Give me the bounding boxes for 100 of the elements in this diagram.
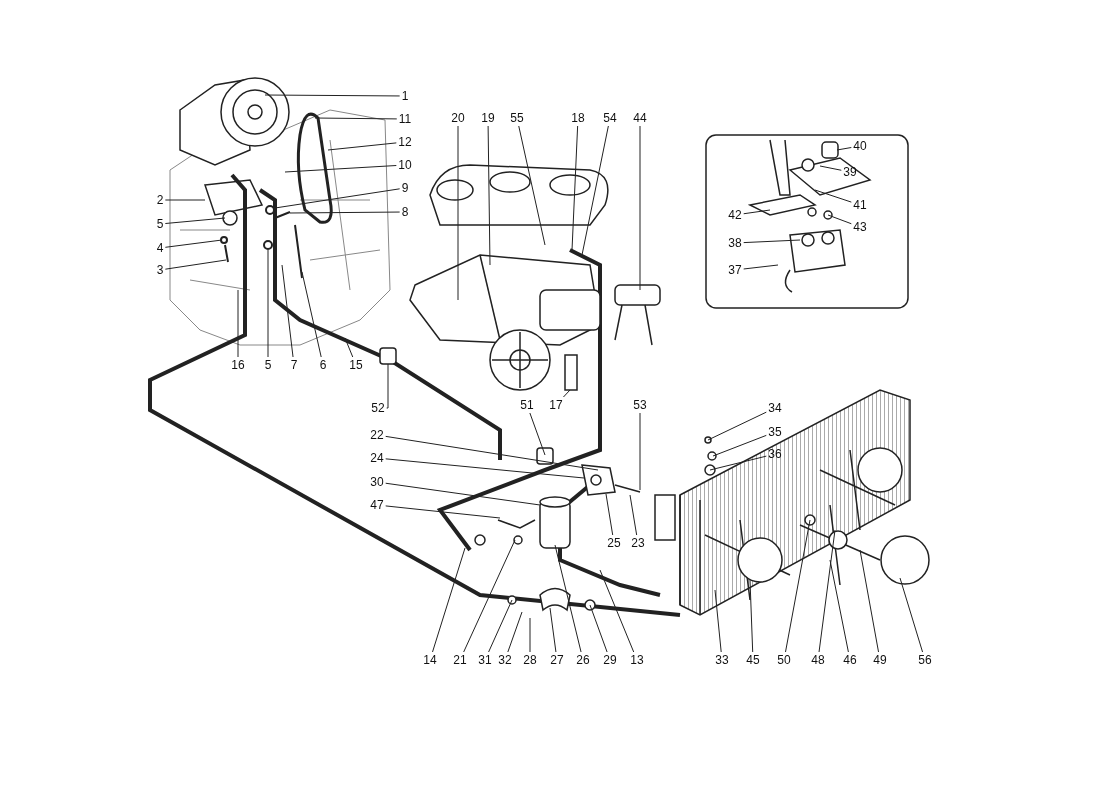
callout-number: 25: [607, 536, 621, 550]
leader-line: [562, 389, 571, 398]
leader-line: [709, 455, 767, 471]
callout-number: 38: [728, 236, 742, 250]
leader-line: [488, 599, 513, 653]
callout-number: 4: [156, 241, 164, 255]
leader-line: [487, 125, 491, 266]
callout-number: 48: [811, 653, 825, 667]
leader-line: [463, 539, 516, 653]
leader-line: [164, 199, 206, 201]
leader-line: [529, 412, 546, 456]
leader-line: [581, 125, 609, 256]
leader-line: [164, 259, 227, 270]
leader-line: [385, 505, 501, 519]
leader-line: [743, 209, 771, 215]
callout-number: 5: [156, 217, 164, 231]
callout-number: 16: [231, 358, 245, 372]
leader-line: [818, 529, 836, 653]
callout-number: 42: [728, 208, 742, 222]
callout-number: 44: [633, 111, 647, 125]
callout-number: 52: [371, 401, 385, 415]
callout-number: 6: [319, 358, 327, 372]
callout-number: 47: [370, 498, 384, 512]
leader-line: [432, 547, 466, 653]
callout-number: 43: [853, 220, 867, 234]
callout-number: 39: [843, 165, 857, 179]
callout-number: 46: [843, 653, 857, 667]
callout-number: 9: [401, 181, 409, 195]
leader-line: [549, 607, 557, 653]
leader-line: [814, 189, 852, 203]
leader-line: [327, 142, 397, 151]
callout-number: 31: [478, 653, 492, 667]
callout-number: 49: [873, 653, 887, 667]
leader-line: [639, 412, 641, 491]
leader-line: [827, 214, 852, 225]
callout-number: 28: [523, 653, 537, 667]
leader-line: [819, 165, 842, 171]
callout-number: 5: [264, 358, 272, 372]
callout-number: 7: [290, 358, 298, 372]
callout-number: 17: [549, 398, 563, 412]
leader-line: [386, 363, 389, 409]
callout-number: 13: [630, 653, 644, 667]
leader-line: [281, 264, 294, 358]
leader-line: [385, 435, 599, 471]
callout-number: 37: [728, 263, 742, 277]
leader-line: [289, 211, 401, 214]
leader-line: [639, 125, 641, 291]
callout-number: 35: [768, 425, 782, 439]
leader-line: [743, 264, 779, 270]
callout-number: 18: [571, 111, 585, 125]
leader-line: [284, 165, 397, 173]
callout-number: 22: [370, 428, 384, 442]
callout-number: 29: [603, 653, 617, 667]
callout-number: 23: [631, 536, 645, 550]
callout-number: 1: [401, 89, 409, 103]
callout-number: 53: [633, 398, 647, 412]
leader-line: [899, 577, 924, 653]
callout-number: 24: [370, 451, 384, 465]
leader-line: [274, 188, 401, 209]
air-conditioning-system-drawing: [148, 77, 930, 617]
leader-line: [707, 411, 767, 441]
leader-line: [714, 589, 722, 653]
callout-number: 30: [370, 475, 384, 489]
leader-line: [605, 493, 614, 536]
leader-line: [599, 569, 635, 653]
leader-line: [518, 125, 546, 246]
callout-number: 34: [768, 401, 782, 415]
leader-line: [836, 147, 852, 151]
leader-line: [267, 249, 269, 358]
callout-number: 20: [451, 111, 465, 125]
callout-number: 54: [603, 111, 617, 125]
callout-number: 11: [398, 112, 412, 126]
callout-number: 36: [768, 447, 782, 461]
leader-line: [301, 271, 322, 358]
leader-line: [749, 579, 754, 653]
leader-line: [829, 559, 849, 653]
callout-number: 40: [853, 139, 867, 153]
leader-line: [164, 217, 226, 224]
callout-number: 3: [156, 263, 164, 277]
leader-line: [629, 494, 638, 536]
leader-line: [507, 611, 523, 653]
leader-line: [457, 125, 459, 301]
callout-number: 33: [715, 653, 729, 667]
callout-number: 32: [498, 653, 512, 667]
leader-line: [529, 617, 531, 653]
leader-line: [237, 289, 239, 358]
callout-number: 12: [398, 135, 412, 149]
leader-line: [712, 434, 767, 457]
callout-number: 50: [777, 653, 791, 667]
callout-number: 26: [576, 653, 590, 667]
leader-line: [589, 604, 608, 653]
leader-line: [385, 458, 585, 479]
callout-number: 2: [156, 193, 164, 207]
leader-line: [344, 337, 354, 358]
callout-number: 19: [481, 111, 495, 125]
leader-line: [785, 519, 811, 653]
callout-number: 10: [398, 158, 412, 172]
callout-number: 14: [423, 653, 437, 667]
leader-line: [264, 94, 401, 97]
callout-number: 56: [918, 653, 932, 667]
